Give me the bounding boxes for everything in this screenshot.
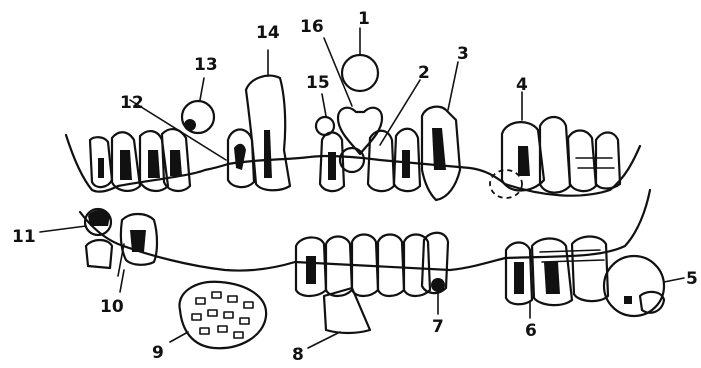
label-12: 12 <box>120 93 144 113</box>
label-11: 11 <box>12 227 36 247</box>
lower-left-teeth <box>85 209 157 276</box>
compound-mass-9 <box>179 282 266 348</box>
enamel-pearl-13 <box>182 101 214 133</box>
label-6: 6 <box>525 321 537 341</box>
label-15: 15 <box>306 73 330 93</box>
label-3: 3 <box>457 44 469 64</box>
upper-left-molars <box>90 129 190 191</box>
label-2: 2 <box>418 63 430 83</box>
label-1: 1 <box>358 9 370 29</box>
label-7: 7 <box>432 317 444 337</box>
lower-middle-teeth <box>296 233 448 333</box>
label-8: 8 <box>292 345 304 365</box>
label-5: 5 <box>686 269 698 289</box>
odontoma-1 <box>342 55 378 91</box>
label-9: 9 <box>152 343 164 363</box>
label-16: 16 <box>300 17 324 37</box>
label-14: 14 <box>256 23 280 43</box>
lower-jaw-outline <box>80 190 650 271</box>
label-10: 10 <box>100 297 124 317</box>
label-13: 13 <box>194 55 218 75</box>
label-4: 4 <box>516 75 528 95</box>
twin-tooth-16 <box>338 108 382 172</box>
